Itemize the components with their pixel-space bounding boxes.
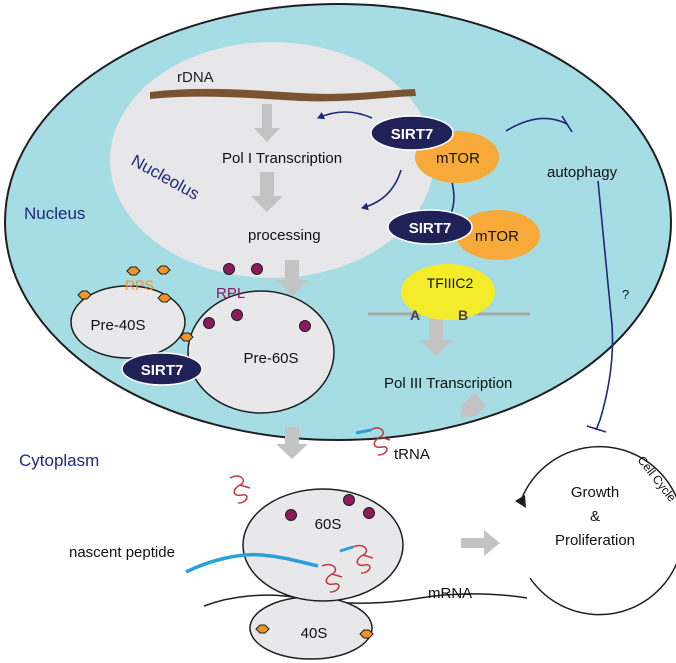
sirt7-complex-label: SIRT7 (409, 220, 452, 237)
proliferation-label: Proliferation (555, 532, 635, 549)
question-label: ? (622, 287, 629, 302)
arrow-ribosome-to-growth (461, 530, 500, 556)
rpl-label: RPL (216, 285, 245, 302)
navy-arrows (317, 111, 614, 433)
amp-label: & (590, 508, 600, 525)
rpl-dot (285, 509, 297, 521)
gray-arrows (251, 104, 500, 556)
arrow-processing-to-pre60s (276, 260, 308, 296)
rps-hexagon (126, 266, 141, 276)
arrow-promoter-to-pol3 (420, 318, 452, 356)
trna-red (370, 427, 391, 456)
nascent-peptide-label: nascent peptide (69, 544, 175, 561)
arrow-pol3-to-trna (461, 393, 486, 418)
growth-label: Growth (571, 484, 619, 501)
sirt7-top-label: SIRT7 (391, 126, 434, 143)
rps-label: RPS (125, 277, 154, 293)
rpl-dot (251, 263, 263, 275)
pre60s-label: Pre-60S (243, 350, 298, 367)
mtor-complex-label: mTOR (475, 228, 519, 245)
sirt7-preribosome (121, 352, 203, 386)
ribosome-60s-label: 60S (315, 516, 342, 533)
rpl-proteins (203, 263, 311, 332)
arrow-pre60s-to-cytoplasm (276, 427, 308, 459)
ribosome-trna-blue (339, 545, 354, 553)
rps-hexagon (77, 290, 92, 300)
tfiiic2 (401, 264, 495, 320)
arrow-rdna-to-pol1 (254, 104, 280, 142)
cytoplasm-label: Cytoplasm (19, 451, 99, 470)
ribosome-60s (242, 488, 404, 602)
ribosome-40s-label: 40S (301, 625, 328, 642)
rps-hexagon (255, 624, 270, 634)
nucleus-label: Nucleus (24, 204, 85, 223)
cell-cycle-circle (519, 445, 676, 616)
rdna-strand (150, 88, 416, 102)
nascent-peptide-chain (185, 552, 319, 574)
trna-label: tRNA (394, 446, 430, 463)
nucleolus (110, 42, 434, 278)
pre40s-particle (70, 285, 186, 359)
processing-label: processing (248, 227, 321, 244)
pre40s-label: Pre-40S (90, 317, 145, 334)
mtor-top-label: mTOR (436, 150, 480, 167)
rpl-proteins-60s (285, 494, 375, 521)
cell-cycle-arrowhead (515, 495, 526, 508)
box-b-label: B (458, 307, 468, 323)
sirt7-top (370, 115, 454, 151)
rpl-dot (223, 263, 235, 275)
rps-hexagon (156, 265, 171, 275)
autophagy-label: autophagy (547, 164, 618, 181)
box-a-label: A (410, 307, 420, 323)
arrow-mtor-to-processing (361, 169, 402, 211)
rpl-dot (231, 309, 243, 321)
free-trna (229, 475, 251, 504)
rps-hexagon (179, 332, 194, 342)
rpl-dot (343, 494, 355, 506)
ribosome-trna-2 (352, 544, 374, 574)
mtor-complex (456, 210, 540, 260)
inhibit-autophagy-bar (561, 115, 573, 133)
ribosome-trna-1 (321, 563, 343, 593)
pol1-label: Pol I Transcription (222, 150, 342, 167)
rdna-label: rDNA (177, 69, 214, 86)
rpl-dot (299, 320, 311, 332)
trna-blue-tail (355, 428, 372, 435)
mrna-label: mRNA (428, 585, 472, 602)
arrow-sirt7-to-pol1 (317, 111, 373, 120)
sirt7-complex (387, 209, 473, 245)
inhibit-growth-bar (586, 425, 607, 433)
rpl-dot (363, 507, 375, 519)
arrow-pol1-to-processing (251, 172, 283, 212)
inhibit-autophagy (505, 117, 568, 132)
pol3-label: Pol III Transcription (384, 375, 512, 392)
rps-hexagon (157, 293, 172, 303)
mrna-strand (203, 593, 528, 607)
sirt7-preribosome-label: SIRT7 (141, 362, 184, 379)
cell-cycle-label: Cell Cycle (635, 453, 676, 504)
rps-hexagon (359, 629, 374, 639)
rpl-dot (203, 317, 215, 329)
pre60s-particle (187, 290, 335, 414)
inhibit-growth (595, 180, 614, 431)
tfiiic2-label: TFIIIC2 (427, 275, 474, 291)
rps-proteins (77, 265, 194, 342)
